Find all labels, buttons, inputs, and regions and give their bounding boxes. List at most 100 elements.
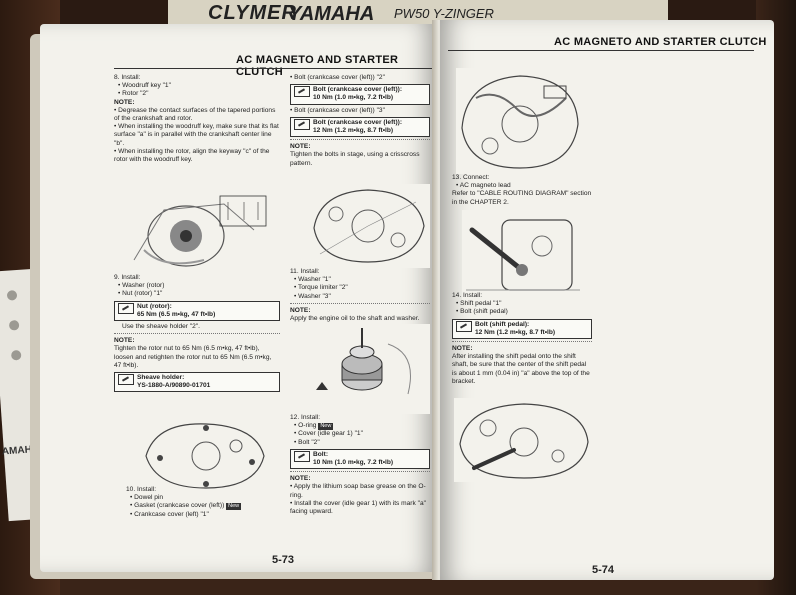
left-page-number: 5-73 <box>272 554 295 566</box>
magneto-lead-diagram <box>456 68 584 174</box>
binder-hole <box>6 290 18 301</box>
step-12-note: • Install the cover (idle gear 1) with i… <box>290 499 426 516</box>
header-rule <box>114 68 434 69</box>
nut-torque-box: Nut (rotor):65 Nm (6.5 m•kg, 47 ft•lb) <box>114 300 280 322</box>
left-column-1c: 10. Install: • Dowel pin • Gasket (crank… <box>126 486 286 519</box>
step-8-note: • Degrease the contact surfaces of the t… <box>114 106 276 123</box>
step-11-title: 11. Install: <box>290 268 320 275</box>
divider <box>290 139 430 141</box>
bolt-item: • Bolt (crankcase cover (left)) "3" <box>290 106 385 114</box>
shift-box-title: Bolt (shift pedal): <box>475 320 530 328</box>
bolt-item: • Bolt (crankcase cover (left)) "2" <box>290 74 385 81</box>
header-rule <box>448 50 754 51</box>
right-page: AC MAGNETO AND STARTER CLUTCH 13. Connec… <box>440 20 774 580</box>
step-14-note: After installing the shift pedal onto th… <box>452 353 590 385</box>
divider <box>290 302 430 304</box>
step-12-item: • Bolt "2" <box>294 438 320 446</box>
nut-box-title: Nut (rotor): <box>137 302 172 310</box>
rotor-diagram <box>124 190 274 276</box>
left-column-1b: 9. Install: • Washer (rotor) • Nut (roto… <box>114 274 280 394</box>
right-column-step14: 14. Install: • Shift pedal "1" • Bolt (s… <box>452 292 592 386</box>
bolt-pattern-diagram <box>306 184 430 268</box>
bolt-3-box-value: 10 Nm (1.0 m•kg, 7.2 ft•lb) <box>313 459 394 467</box>
step-11-item: • Washer "1" <box>294 276 331 284</box>
bolt-1-box-title: Bolt (crankcase cover (left)): <box>313 86 403 94</box>
step-11-item: • Washer "3" <box>294 292 331 300</box>
step-10-item: • Gasket (crankcase cover (left)) <box>130 502 225 510</box>
left-column-2c: 12. Install: • O-ring New • Cover (idle … <box>290 414 430 516</box>
binder-hole <box>8 319 20 331</box>
step-10-title: 10. Install: <box>126 486 157 493</box>
bolt-note: Tighten the bolts in stage, using a cris… <box>290 151 420 167</box>
step-9-item: • Washer (rotor) <box>118 282 165 290</box>
background-brand: CLYMER <box>208 2 297 24</box>
step-14-item: • Shift pedal "1" <box>456 300 502 308</box>
left-column-1: 8. Install: • Woodruff key "1" • Rotor "… <box>114 74 280 164</box>
bolt-3-torque-box: Bolt:10 Nm (1.0 m•kg, 7.2 ft•lb) <box>290 448 430 470</box>
step-8-title: 8. Install: <box>114 74 141 81</box>
step-13-title: 13. Connect: <box>452 174 490 181</box>
torque-wrench-icon <box>456 320 472 332</box>
sheave-box-value: YS-1880-A/90890-01701 <box>137 382 211 390</box>
bolt-2-torque-box: Bolt (crankcase cover (left)):12 Nm (1.2… <box>290 116 430 138</box>
special-tool-icon <box>118 374 134 386</box>
step-13-ref: Refer to "CABLE ROUTING DIAGRAM" section… <box>452 190 592 206</box>
shift-box-value: 12 Nm (1.2 m•kg, 8.7 ft•lb) <box>475 328 556 336</box>
step-9-title: 9. Install: <box>114 274 141 281</box>
background-brand-yamaha: YAMAHA <box>288 3 375 25</box>
note-label: NOTE: <box>290 306 311 314</box>
new-badge: New <box>318 423 334 431</box>
step-10-item: • Dowel pin <box>130 494 164 502</box>
left-page-header: AC MAGNETO AND STARTER CLUTCH <box>236 54 399 78</box>
left-column-2b: 11. Install: • Washer "1" • Torque limit… <box>290 268 430 323</box>
shift-pedal-position-diagram <box>454 398 594 482</box>
note-label: NOTE: <box>452 345 473 353</box>
step-8-item: • Rotor "2" <box>118 90 149 98</box>
torque-limiter-diagram <box>308 324 430 414</box>
step-14-title: 14. Install: <box>452 292 483 299</box>
step-9-note: Tighten the rotor nut to 65 Nm (6.5 m•kg… <box>114 345 272 369</box>
step-12-title: 12. Install: <box>290 414 321 421</box>
step-14-item: • Bolt (shift pedal) <box>456 308 508 316</box>
torque-wrench-icon <box>294 118 310 130</box>
step-8-note: • When installing the woodruff key, make… <box>114 123 279 147</box>
new-badge: New <box>226 503 242 511</box>
binder-hole <box>10 349 22 361</box>
note-label: NOTE: <box>114 98 135 106</box>
step-13-item: • AC magneto lead <box>456 182 511 190</box>
use-sheave-holder: Use the sheave holder "2". <box>122 323 200 331</box>
shift-pedal-diagram <box>462 210 584 300</box>
bolt-2-box-title: Bolt (crankcase cover (left)): <box>313 118 403 126</box>
step-11-item: • Torque limiter "2" <box>294 284 348 292</box>
right-page-number: 5-74 <box>592 564 615 576</box>
divider <box>452 341 592 343</box>
step-9-item: • Nut (rotor) "1" <box>118 290 163 298</box>
note-label: NOTE: <box>290 475 311 483</box>
step-12-item: • Cover (idle gear 1) "1" <box>294 430 363 438</box>
bolt-2-box-value: 12 Nm (1.2 m•kg, 8.7 ft•lb) <box>313 127 394 135</box>
background-model: PW50 Y-ZINGER <box>394 6 494 21</box>
bolt-3-box-title: Bolt: <box>313 450 329 458</box>
sheave-holder-box: Sheave holder:YS-1880-A/90890-01701 <box>114 372 280 393</box>
step-12-item: • O-ring <box>294 422 317 430</box>
bolt-1-torque-box: Bolt (crankcase cover (left)):10 Nm (1.0… <box>290 84 430 105</box>
left-column-2: • Bolt (crankcase cover (left)) "2" Bolt… <box>290 74 430 168</box>
crankcase-cover-diagram <box>136 416 276 494</box>
step-8-note: • When installing the rotor, align the k… <box>114 147 270 164</box>
shift-pedal-torque-box: Bolt (shift pedal):12 Nm (1.2 m•kg, 8.7 … <box>452 318 592 340</box>
nut-box-value: 65 Nm (6.5 m•kg, 47 ft•lb) <box>137 310 216 318</box>
right-page-header: AC MAGNETO AND STARTER CLUTCH <box>554 36 767 48</box>
step-8-item: • Woodruff key "1" <box>118 82 171 90</box>
divider <box>114 333 280 335</box>
torque-wrench-icon <box>294 86 310 98</box>
note-label: NOTE: <box>114 337 135 345</box>
torque-wrench-icon <box>294 450 310 462</box>
step-11-note: Apply the engine oil to the shaft and wa… <box>290 315 420 323</box>
step-12-note: • Apply the lithium soap base grease on … <box>290 483 426 499</box>
step-10-item: • Crankcase cover (left) "1" <box>130 510 209 518</box>
right-column-step13: 13. Connect: • AC magneto lead Refer to … <box>452 174 592 207</box>
sheave-box-title: Sheave holder: <box>137 374 185 382</box>
bolt-1-box-value: 10 Nm (1.0 m•kg, 7.2 ft•lb) <box>313 94 394 102</box>
note-label: NOTE: <box>290 143 311 151</box>
